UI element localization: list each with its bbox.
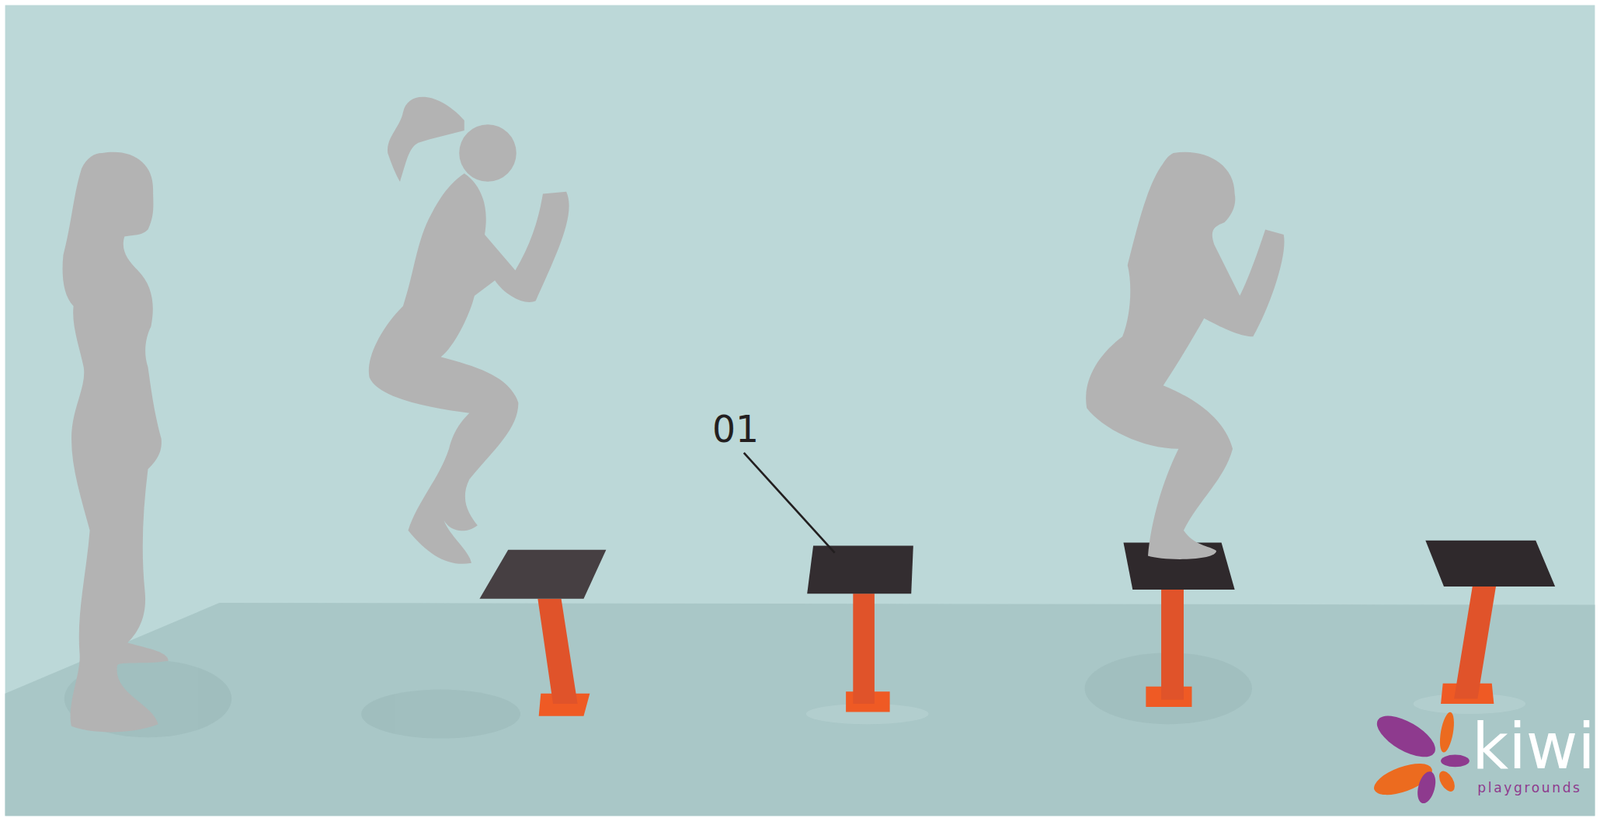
- shadows: [64, 652, 1253, 738]
- brand-tagline: playgrounds: [1477, 781, 1582, 795]
- wall: [5, 5, 1596, 817]
- floor: [5, 602, 1596, 816]
- squatting-figure: [1085, 152, 1284, 560]
- brand-flower: [1370, 707, 1470, 806]
- leader-line: [744, 452, 835, 554]
- standing-figure: [62, 152, 169, 733]
- step-platforms: [479, 540, 1555, 717]
- callout-number: 01: [712, 410, 759, 448]
- jumping-figure: [368, 97, 570, 564]
- brand-wordmark: kiwi: [1471, 714, 1596, 778]
